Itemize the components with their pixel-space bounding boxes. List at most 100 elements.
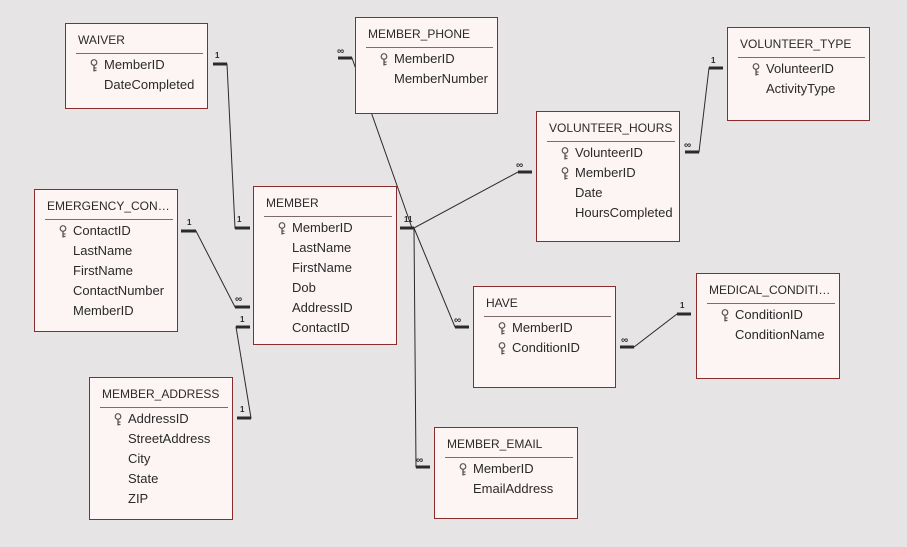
field-name: MemberID <box>104 57 165 72</box>
field-row[interactable]: FirstName <box>35 261 177 281</box>
field-row[interactable]: MemberID <box>435 459 577 479</box>
card-many: ∞ <box>416 455 423 466</box>
primary-key-icon <box>498 321 506 335</box>
field-name: ContactID <box>292 320 350 335</box>
title-divider <box>445 457 573 458</box>
card-many: ∞ <box>235 294 242 305</box>
field-name: City <box>128 451 151 466</box>
field-row[interactable]: ConditionID <box>697 305 839 325</box>
field-row[interactable]: State <box>90 469 232 489</box>
field-name: AddressID <box>128 411 189 426</box>
card-one: 1 <box>680 301 685 310</box>
primary-key-icon <box>752 62 760 76</box>
field-name: EmailAddress <box>473 481 554 496</box>
field-name: MemberID <box>473 461 534 476</box>
primary-key-icon <box>278 221 286 235</box>
field-list: MemberID DateCompleted <box>66 55 207 95</box>
field-row[interactable]: MemberID <box>474 318 615 338</box>
field-row[interactable]: ActivityType <box>728 79 869 99</box>
table-medical-condition[interactable]: MEDICAL_CONDITION ConditionID ConditionNa… <box>696 273 840 379</box>
table-title: MEMBER_ADDRESS <box>102 387 220 401</box>
field-row[interactable]: VolunteerID <box>728 59 869 79</box>
field-row[interactable]: MemberID <box>35 301 177 321</box>
field-row[interactable]: City <box>90 449 232 469</box>
primary-key-icon <box>561 146 569 160</box>
card-one: 1 <box>240 405 245 414</box>
field-row[interactable]: ContactID <box>254 318 396 338</box>
card-many: ∞ <box>454 315 461 326</box>
field-row[interactable]: AddressID <box>90 409 232 429</box>
card-one: 1 <box>240 315 245 324</box>
field-name: FirstName <box>73 263 133 278</box>
field-row[interactable]: ZIP <box>90 489 232 509</box>
card-many: ∞ <box>516 160 523 171</box>
rel-have-medical <box>620 313 691 348</box>
field-name: Date <box>575 185 603 200</box>
rel-member-have <box>413 227 469 328</box>
field-row[interactable]: ContactID <box>35 221 177 241</box>
table-title: MEMBER <box>266 196 319 210</box>
card-one: 1 <box>404 215 409 224</box>
field-row[interactable]: EmailAddress <box>435 479 577 499</box>
field-row[interactable]: LastName <box>254 238 396 258</box>
field-name: LastName <box>73 243 133 258</box>
table-title: MEMBER_EMAIL <box>447 437 543 451</box>
field-row[interactable]: Date <box>537 183 679 203</box>
field-row[interactable]: AddressID <box>254 298 396 318</box>
field-list: ConditionID ConditionName <box>697 305 839 345</box>
field-name: FirstName <box>292 260 352 275</box>
card-many: ∞ <box>684 140 691 151</box>
field-name: HoursCompleted <box>575 205 673 220</box>
field-name: ConditionName <box>735 327 825 342</box>
field-name: Dob <box>292 280 316 295</box>
field-row[interactable]: MemberNumber <box>356 69 497 89</box>
title-divider <box>366 47 493 48</box>
field-name: MemberID <box>512 320 573 335</box>
field-row[interactable]: HoursCompleted <box>537 203 679 223</box>
table-title: MEDICAL_CONDITION <box>709 283 833 297</box>
title-divider <box>264 216 392 217</box>
field-name: MemberID <box>575 165 636 180</box>
field-name: ConditionID <box>735 307 803 322</box>
field-row[interactable]: MemberID <box>66 55 207 75</box>
field-row[interactable]: FirstName <box>254 258 396 278</box>
field-row[interactable]: MemberID <box>537 163 679 183</box>
title-divider <box>547 141 675 142</box>
field-row[interactable]: MemberID <box>254 218 396 238</box>
field-name: AddressID <box>292 300 353 315</box>
title-divider <box>100 407 228 408</box>
field-row[interactable]: ConditionID <box>474 338 615 358</box>
field-row[interactable]: ContactNumber <box>35 281 177 301</box>
card-one: 1 <box>215 51 220 60</box>
field-row[interactable]: MemberID <box>356 49 497 69</box>
field-name: ContactNumber <box>73 283 165 298</box>
field-row[interactable]: Dob <box>254 278 396 298</box>
primary-key-icon <box>90 58 98 72</box>
field-name: MemberID <box>292 220 353 235</box>
primary-key-icon <box>721 308 729 322</box>
table-title: EMERGENCY_CONTA... <box>47 199 171 213</box>
field-row[interactable]: ConditionName <box>697 325 839 345</box>
table-member-email[interactable]: MEMBER_EMAIL MemberID EmailAddress <box>434 427 578 519</box>
field-row[interactable]: LastName <box>35 241 177 261</box>
field-row[interactable]: DateCompleted <box>66 75 207 95</box>
field-list: MemberID EmailAddress <box>435 459 577 499</box>
card-one: 1 <box>711 56 716 65</box>
field-row[interactable]: VolunteerID <box>537 143 679 163</box>
rel-member-email <box>413 227 430 468</box>
field-row[interactable]: StreetAddress <box>90 429 232 449</box>
